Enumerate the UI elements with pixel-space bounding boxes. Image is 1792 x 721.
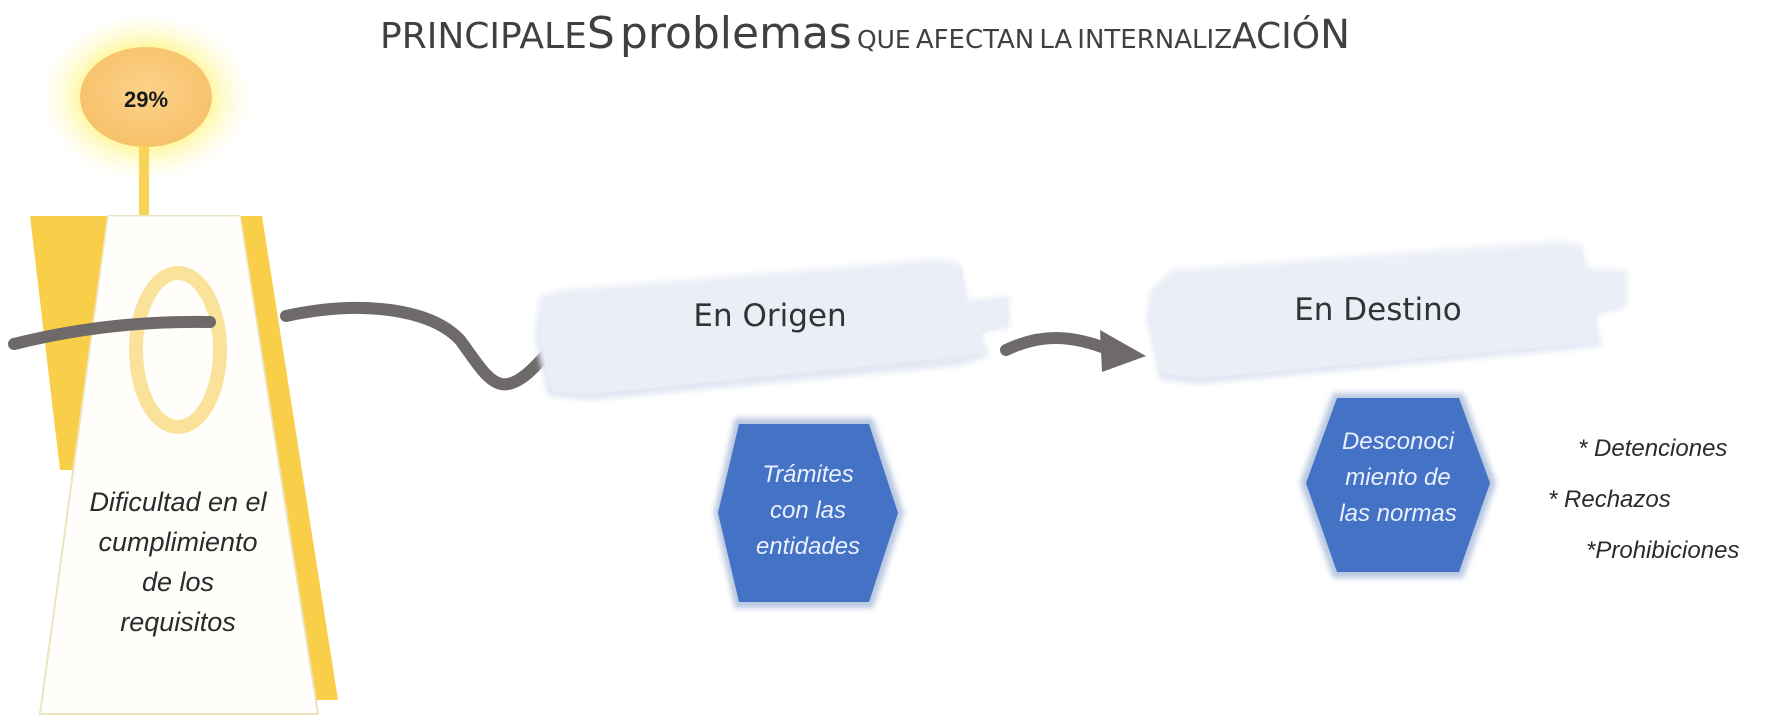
lamp-text-line: requisitos <box>120 607 236 637</box>
lamp-ring <box>129 266 227 434</box>
hexagon-destination-text: Desconoci miento de las normas <box>1318 424 1478 532</box>
hexagon-origin-line: Trámites <box>762 461 854 488</box>
banner-destination <box>1146 240 1628 384</box>
lamp-description: Dificultad en el cumplimiento de los req… <box>58 482 298 642</box>
stage-label-origin: En Origen <box>693 298 847 334</box>
title-part: AFECTAN <box>915 25 1035 55</box>
lamp-text-line: cumplimiento <box>98 527 258 557</box>
lamp-bulb <box>80 47 212 147</box>
hexagon-destination-line: Desconoci <box>1341 428 1455 455</box>
connector-cable-left <box>8 315 216 350</box>
stage-arrow <box>1000 332 1116 356</box>
note-rechazos: * Rechazos <box>1548 486 1671 513</box>
hexagon-origin-line: con las <box>769 497 847 524</box>
lamp-text-line: de los <box>141 567 215 597</box>
title-part: ACIÓ <box>1232 16 1321 57</box>
lamp-stem <box>139 146 149 216</box>
hexagon-destination-line: miento de <box>1345 464 1451 491</box>
lamp-body-inner <box>42 216 316 712</box>
stage-label-destination: En Destino <box>1294 292 1462 328</box>
hexagon-origin-line: entidades <box>755 533 861 560</box>
title-part: INTE <box>1077 25 1137 55</box>
hexagon-origin-text: Trámites con las entidades <box>728 457 888 565</box>
lamp-text-line: Dificultad en el <box>89 487 267 517</box>
page-title: PRINCIPALES problemas QUE AFECTAN LA INT… <box>380 4 1460 64</box>
lamp-right-panel <box>238 216 338 700</box>
hexagon-destination-line: las normas <box>1339 500 1457 527</box>
title-part: PRINCIPALE <box>380 16 587 57</box>
hexagon-origin <box>718 424 898 602</box>
banner-origin <box>534 258 1010 400</box>
title-part: problemas <box>619 8 852 59</box>
title-part: S <box>586 8 615 59</box>
stage-arrow-head <box>1100 330 1146 372</box>
connector-cable-middle <box>280 302 554 391</box>
hexagon-destination <box>1306 398 1490 572</box>
title-part: N <box>1320 12 1351 58</box>
title-part: QUE <box>856 25 911 54</box>
title-part: RNALIZ <box>1136 25 1232 55</box>
title-part: LA <box>1039 25 1073 55</box>
note-detenciones: * Detenciones <box>1578 435 1728 462</box>
note-prohibiciones: *Prohibiciones <box>1586 537 1740 564</box>
lamp-percentage: 29% <box>123 87 169 112</box>
